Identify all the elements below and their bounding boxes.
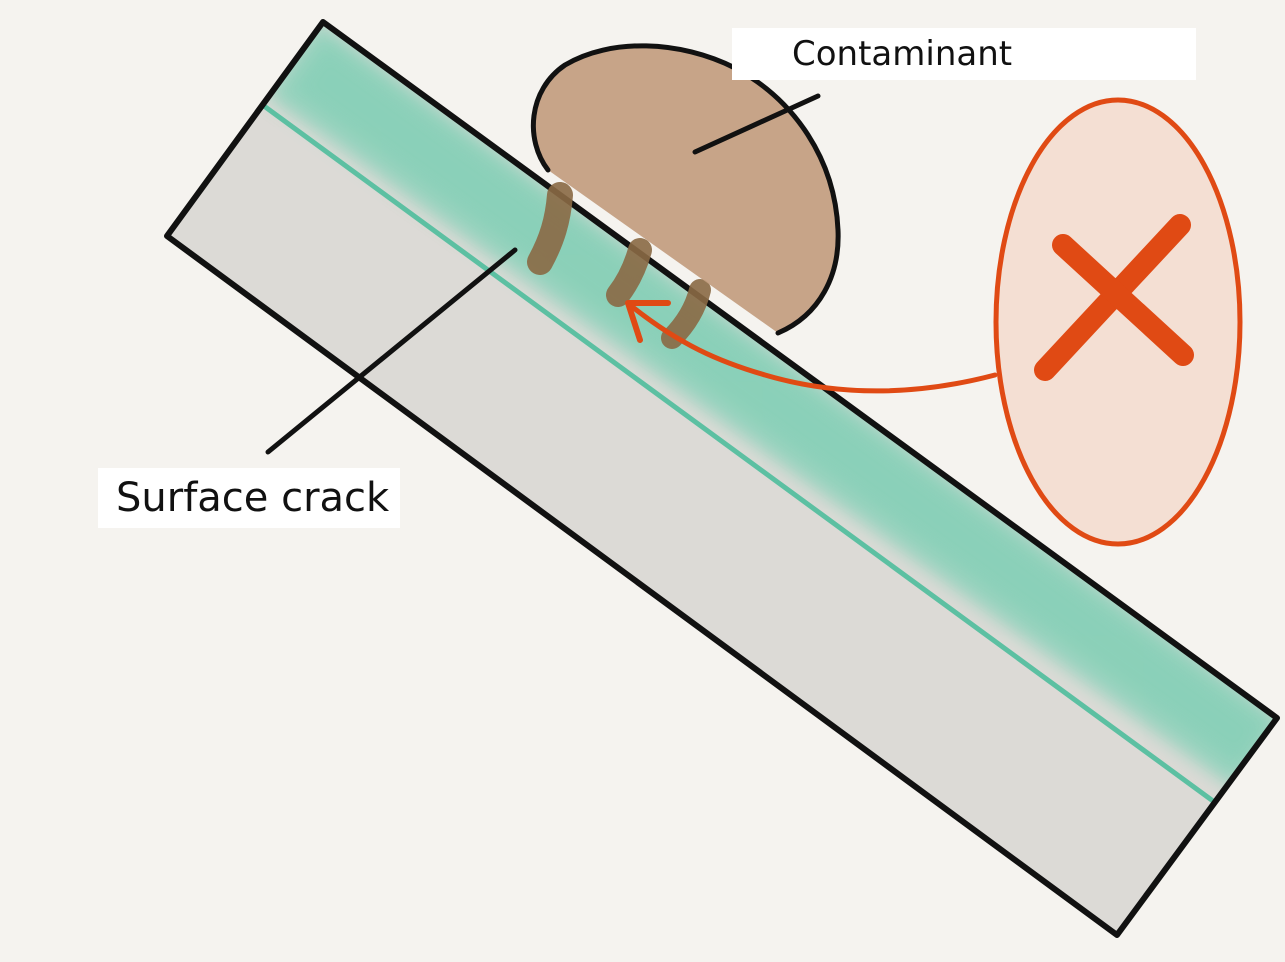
slab [167, 22, 1277, 935]
surface-crack-leader [265, 247, 518, 455]
surface-crack-line [261, 103, 1216, 804]
x-mark-icon [1034, 214, 1194, 381]
coating-layer [265, 22, 1277, 790]
contaminant-leader [692, 93, 821, 155]
contaminant-blob [533, 45, 839, 333]
blocked-arrow [627, 302, 998, 394]
slab-outline [164, 19, 1280, 938]
warning-bubble [993, 97, 1243, 547]
contaminant-label: Contaminant [732, 28, 1196, 80]
surface-crack-label: Surface crack [98, 468, 400, 528]
arrow-head-icon [625, 300, 671, 343]
